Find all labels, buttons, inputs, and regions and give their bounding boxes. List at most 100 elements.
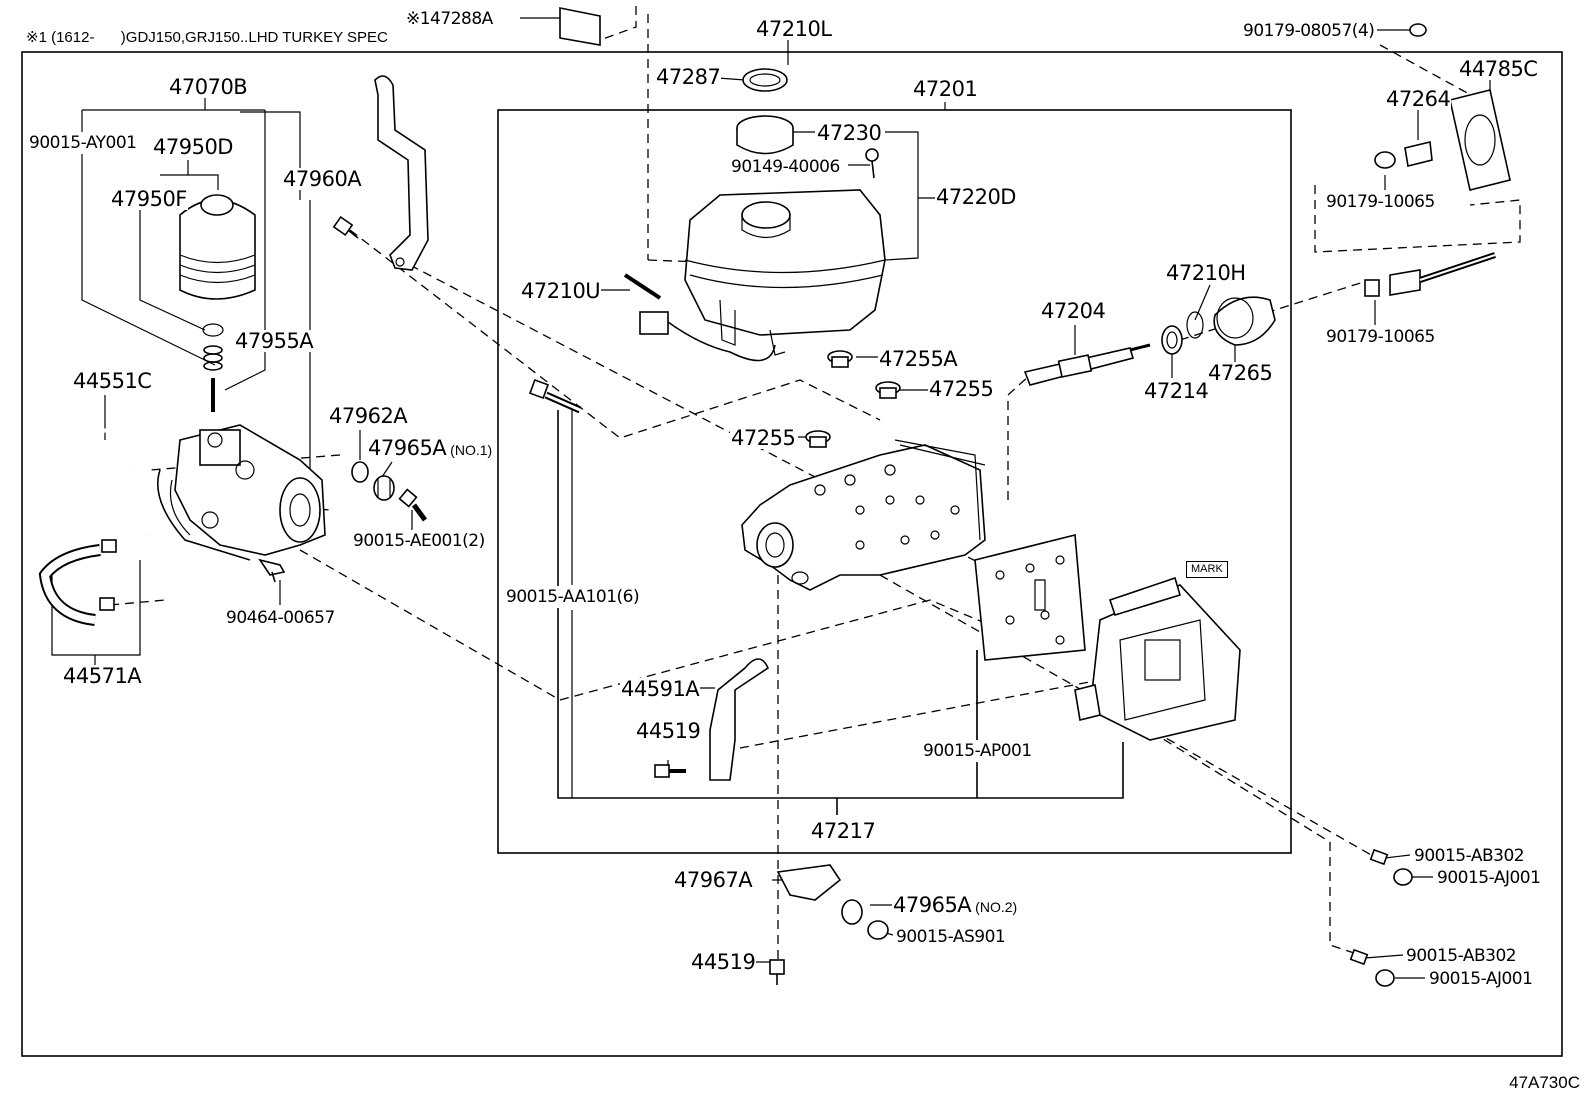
nut-upper <box>1374 151 1396 169</box>
part-label-44785C[interactable]: 44785C <box>1458 57 1539 81</box>
gasket-47287 <box>742 68 788 92</box>
part-label-47220D[interactable]: 47220D <box>935 185 1017 209</box>
part-label-47255A[interactable]: 47255A <box>878 347 959 371</box>
part-label-44519-a[interactable]: 44519 <box>635 719 702 743</box>
part-label-47214[interactable]: 47214 <box>1143 379 1210 403</box>
header-note: ※1 (1612- )GDJ150,GRJ150..LHD TURKEY SPE… <box>26 30 388 46</box>
rod-right <box>1364 252 1496 297</box>
part-label-47265[interactable]: 47265 <box>1207 361 1274 385</box>
part-label-44571A[interactable]: 44571A <box>62 664 143 688</box>
part-label-47230[interactable]: 47230 <box>816 121 883 145</box>
header-note-spec: )GDJ150,GRJ150..LHD TURKEY SPEC <box>120 29 388 46</box>
part-label-47255-b[interactable]: 47255 <box>730 426 797 450</box>
part-label-90015-AE001[interactable]: 90015-AE001(2) <box>352 530 486 552</box>
part-label-44551C[interactable]: 44551C <box>72 369 153 393</box>
clip-90464-00657 <box>258 558 286 583</box>
part-label-47204[interactable]: 47204 <box>1040 299 1107 323</box>
part-label-90015-AB302-b[interactable]: 90015-AB302 <box>1405 945 1518 967</box>
part-label-47950D[interactable]: 47950D <box>152 135 234 159</box>
part-label-47210H[interactable]: 47210H <box>1165 261 1247 285</box>
label-plate <box>559 7 601 46</box>
switch-47264 <box>1404 141 1433 167</box>
part-label-90015-AS901[interactable]: 90015-AS901 <box>895 926 1007 948</box>
bolt-upper-left <box>332 215 359 239</box>
reservoir-tank <box>684 189 886 356</box>
mark-label: MARK <box>1186 561 1228 578</box>
washer-47962A <box>351 461 369 483</box>
part-label-47965A-no2-qualifier: (NO.2) <box>975 899 1018 915</box>
bushing-47214 <box>1161 325 1183 355</box>
part-label-47287[interactable]: 47287 <box>655 65 722 89</box>
part-label-47960A[interactable]: 47960A <box>282 167 363 191</box>
part-label-47217[interactable]: 47217 <box>810 819 877 843</box>
part-label-47955A[interactable]: 47955A <box>234 329 315 353</box>
reservoir-cap <box>736 115 794 155</box>
input-rod-47204 <box>1023 343 1151 386</box>
part-label-90015-AY001[interactable]: 90015-AY001 <box>28 132 138 154</box>
part-label-44519-b[interactable]: 44519 <box>690 950 757 974</box>
part-label-90149-40006[interactable]: 90149-40006 <box>730 156 841 178</box>
part-label-90015-AJ001-b[interactable]: 90015-AJ001 <box>1428 968 1534 990</box>
part-label-90015-AB302-a[interactable]: 90015-AB302 <box>1413 845 1526 867</box>
part-label-47210U[interactable]: 47210U <box>520 279 602 303</box>
bolt-44519-a <box>654 764 686 778</box>
part-label-47965A-no1-code: 47965A <box>368 436 447 460</box>
part-label-47965A-no1-qualifier: (NO.1) <box>450 442 493 458</box>
bolt-44519-b <box>769 959 785 985</box>
part-label-90015-AA101[interactable]: 90015-AA101(6) <box>505 586 641 608</box>
o-ring <box>202 323 224 337</box>
part-label-47201[interactable]: 47201 <box>912 77 979 101</box>
bracket-47967A <box>776 864 842 901</box>
boot-47265 <box>1213 296 1276 346</box>
bolt-90015-AA101 <box>529 379 582 414</box>
accumulator <box>179 194 256 300</box>
hose-44571A <box>38 544 101 626</box>
header-note-date: (1612- <box>51 29 95 46</box>
nut-90015-AJ001-b <box>1375 969 1395 987</box>
nut-47965A-no1 <box>373 475 395 501</box>
valve-plate <box>974 533 1086 661</box>
part-label-47070B[interactable]: 47070B <box>168 75 249 99</box>
part-label-90179-08057[interactable]: 90179-08057(4) <box>1242 20 1376 42</box>
bolt-90015-AB302-b <box>1349 948 1369 966</box>
master-cylinder-body <box>741 439 986 591</box>
part-label-47965A-no2-code: 47965A <box>893 893 972 917</box>
small-screw <box>865 148 879 179</box>
bolt-90015-AB302-a <box>1369 848 1389 866</box>
ecu-module <box>1074 576 1241 741</box>
part-label-90464-00657[interactable]: 90464-00657 <box>225 607 336 629</box>
part-label-47965A-no2[interactable]: 47965A(NO.2) <box>892 893 1019 918</box>
nut-90015-AS901 <box>867 920 889 940</box>
ring-47210H <box>1186 311 1204 339</box>
part-label-90015-AJ001-a[interactable]: 90015-AJ001 <box>1436 867 1542 889</box>
pump-motor-assembly <box>157 424 326 561</box>
pin-47210U <box>623 273 662 300</box>
plug-47255-b <box>805 430 831 448</box>
nut-90015-AJ001-a <box>1393 868 1413 886</box>
plate-44785C <box>1449 89 1511 191</box>
part-label-44591A[interactable]: 44591A <box>620 677 701 701</box>
plug-47255A <box>827 350 853 368</box>
part-label-90015-AP001[interactable]: 90015-AP001 <box>922 740 1033 762</box>
assembly-box-47201 <box>497 109 1292 854</box>
outer-frame <box>21 51 1563 1057</box>
part-label-47210L[interactable]: 47210L <box>755 17 833 41</box>
part-label-47965A-no1[interactable]: 47965A(NO.1) <box>367 436 494 461</box>
bracket-44591A <box>709 658 770 781</box>
part-label-47962A[interactable]: 47962A <box>328 404 409 428</box>
part-label-90179-10065-a[interactable]: 90179-10065 <box>1325 191 1436 213</box>
part-label-47288A[interactable]: ※147288A <box>405 8 494 30</box>
header-note-mark: ※1 <box>26 29 47 46</box>
bracket-47960A <box>374 75 429 271</box>
nut-47965A-no2 <box>841 899 863 925</box>
part-label-47950F[interactable]: 47950F <box>110 187 188 211</box>
part-label-90179-10065-b[interactable]: 90179-10065 <box>1325 326 1436 348</box>
plug-47255-a <box>875 381 901 399</box>
part-label-47967A[interactable]: 47967A <box>673 868 754 892</box>
nut-90179-08057 <box>1409 23 1427 37</box>
bolt-90015-AE001 <box>398 488 428 522</box>
part-label-47255-a[interactable]: 47255 <box>928 377 995 401</box>
part-label-47264[interactable]: 47264 <box>1385 87 1452 111</box>
level-sensor-wire <box>639 311 776 362</box>
